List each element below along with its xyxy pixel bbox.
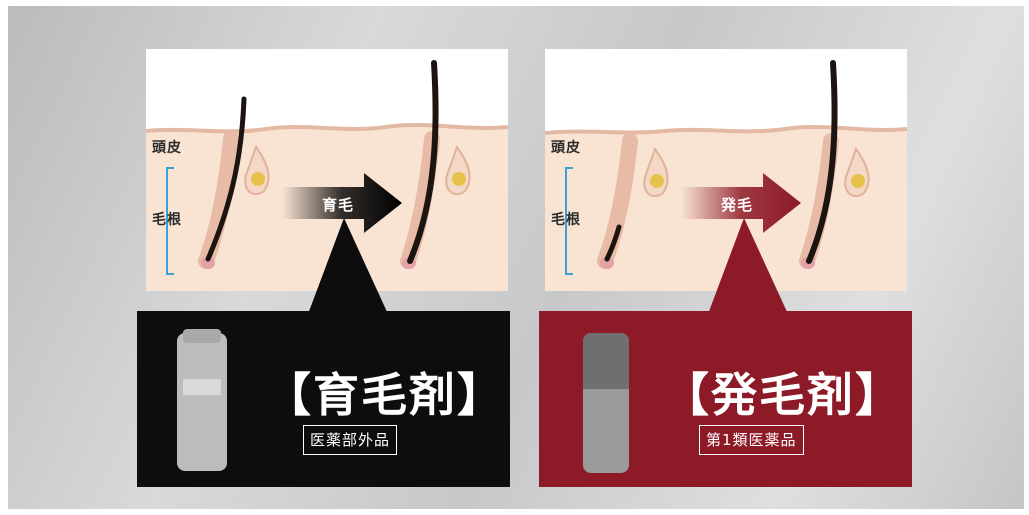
arrow-label: 育毛: [322, 196, 355, 214]
root-bracket: [166, 167, 174, 275]
bottle-icon: [583, 333, 629, 473]
root-bracket: [565, 167, 573, 275]
scalp-label: 頭皮: [551, 140, 581, 156]
scalp-label: 頭皮: [152, 140, 182, 156]
hair-growth-tonic-box: 【育毛剤】 医薬部外品: [137, 311, 510, 487]
box-pointer: [308, 218, 388, 314]
category-badge: 医薬部外品: [303, 425, 398, 455]
right-hair-diagram: 頭皮 毛根 発毛: [545, 49, 907, 291]
root-label: 毛根: [152, 212, 182, 228]
left-hair-diagram: 頭皮 毛根 育毛: [146, 49, 508, 291]
bottle-icon: [177, 329, 227, 471]
product-title: 【発毛剤】: [663, 368, 903, 422]
hair-regrowth-medicine-box: 【発毛剤】 第1類医薬品: [539, 311, 912, 487]
category-badge: 第1類医薬品: [699, 425, 804, 455]
arrow-right-icon: [681, 173, 801, 233]
arrow-label: 発毛: [721, 196, 754, 214]
product-title: 【育毛剤】: [265, 368, 505, 422]
arrow-right-icon: [282, 173, 402, 233]
root-label: 毛根: [551, 212, 581, 228]
box-pointer: [708, 218, 788, 314]
